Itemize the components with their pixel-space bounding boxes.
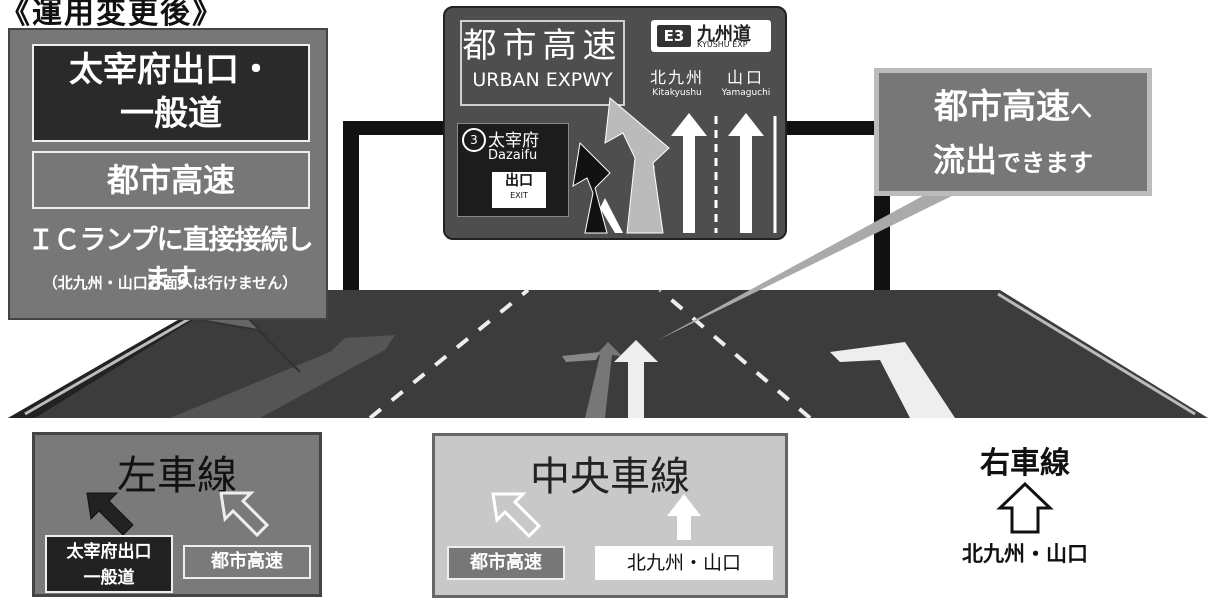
left-callout-line3: ＩＣランプに直接接続します bbox=[27, 225, 313, 295]
lane-left-arrows bbox=[86, 491, 270, 538]
e3-en: KYUSHU EXP bbox=[697, 40, 748, 49]
sign-dest2: 山口 Yamaguchi bbox=[713, 64, 779, 98]
lane-right-dest: 北九州・山口 bbox=[962, 542, 1088, 566]
right-callout-pointer bbox=[658, 192, 960, 340]
left-lane-arrow bbox=[170, 335, 395, 418]
sign-arrows bbox=[572, 97, 777, 234]
left-callout-line4: （北九州・山口方面へは行けません） bbox=[42, 274, 298, 292]
left-callout-dark-line2: 一般道 bbox=[120, 94, 222, 134]
sign-e3-panel: E3 九州道 KYUSHU EXP bbox=[651, 20, 771, 52]
sign-dazaifu-panel: 3 太宰府 Dazaifu 出口 EXIT bbox=[457, 123, 569, 217]
lane-center-box: 中央車線 都市高速 北九州・山口 bbox=[432, 433, 788, 598]
lane-right: 右車線 北九州・山口 bbox=[950, 438, 1100, 568]
sign-urban-en: URBAN EXPWY bbox=[472, 69, 613, 91]
sign-exit-box: 出口 EXIT bbox=[492, 172, 546, 208]
right-callout-line1-main: 都市高速 bbox=[933, 87, 1070, 127]
up-arrow-icon bbox=[667, 494, 701, 540]
left-callout: 太宰府出口・ 一般道 都市高速 ＩＣランプに直接接続します （北九州・山口方面へ… bbox=[8, 28, 328, 320]
lane-center-urban-box: 都市高速 bbox=[447, 546, 565, 580]
overhead-sign: 都市高速 URBAN EXPWY E3 九州道 KYUSHU EXP 北九州 K… bbox=[443, 6, 787, 240]
left-callout-urban-box: 都市高速 bbox=[32, 151, 310, 209]
lane-center-title: 中央車線 bbox=[530, 454, 690, 500]
gray-diagonal-arrow-icon bbox=[491, 492, 542, 539]
e3-badge: E3 bbox=[657, 25, 691, 47]
dark-diagonal-arrow-icon bbox=[86, 492, 134, 536]
right-callout-line2-small: できます bbox=[997, 149, 1093, 177]
sign-dazaifu-en: Dazaifu bbox=[488, 148, 538, 163]
caption: 《運用変更後》 bbox=[0, 0, 224, 31]
sign-dest2-en: Yamaguchi bbox=[721, 88, 771, 98]
left-callout-dark-line1: 太宰府出口・ bbox=[69, 50, 273, 90]
lane-left-dark-line2: 一般道 bbox=[83, 568, 135, 588]
sign-dest1-en: Kitakyushu bbox=[652, 88, 702, 98]
sign-urban-jp: 都市高速 bbox=[462, 26, 623, 66]
lane-left-box: 左車線 太宰府出口 一般道 都市高速 bbox=[32, 432, 322, 597]
route-number-badge: 3 bbox=[462, 128, 486, 152]
lane-center-dest-box: 北九州・山口 bbox=[595, 546, 773, 580]
sign-dest1-jp: 北九州 bbox=[649, 68, 704, 87]
left-callout-dark-box: 太宰府出口・ 一般道 bbox=[32, 44, 310, 142]
lane-line-left bbox=[368, 288, 530, 420]
center-lane-arrows bbox=[562, 340, 658, 418]
sign-dest2-jp: 山口 bbox=[726, 68, 765, 87]
right-callout-line2: 流出できます bbox=[879, 137, 1147, 189]
lane-left-dark-line1: 太宰府出口 bbox=[66, 542, 152, 562]
lane-left-title: 左車線 bbox=[117, 453, 237, 499]
right-callout-line2-main: 流出 bbox=[932, 141, 997, 179]
lane-line-center bbox=[658, 288, 812, 420]
e3-name: 九州道 bbox=[697, 24, 751, 45]
sign-urban-panel: 都市高速 URBAN EXPWY bbox=[460, 20, 625, 106]
light-diagonal-arrow-icon bbox=[219, 491, 270, 538]
right-callout-line1-small: へ bbox=[1069, 99, 1092, 124]
lane-center-arrows bbox=[491, 492, 701, 540]
sign-dazaifu-jp: 太宰府 bbox=[488, 131, 539, 151]
sign-exit-jp: 出口 bbox=[505, 173, 533, 189]
right-callout: 都市高速へ 流出できます bbox=[874, 68, 1152, 196]
right-lane-arrow bbox=[830, 342, 955, 418]
sign-dest1: 北九州 Kitakyushu bbox=[643, 64, 711, 98]
sign-exit-en: EXIT bbox=[510, 191, 528, 200]
lane-right-title: 右車線 bbox=[980, 446, 1070, 481]
lane-left-dark-box: 太宰府出口 一般道 bbox=[45, 535, 173, 593]
lane-right-arrow-icon bbox=[996, 482, 1054, 534]
lane-left-urban-box: 都市高速 bbox=[183, 545, 311, 579]
right-callout-line1: 都市高速へ bbox=[879, 83, 1147, 137]
